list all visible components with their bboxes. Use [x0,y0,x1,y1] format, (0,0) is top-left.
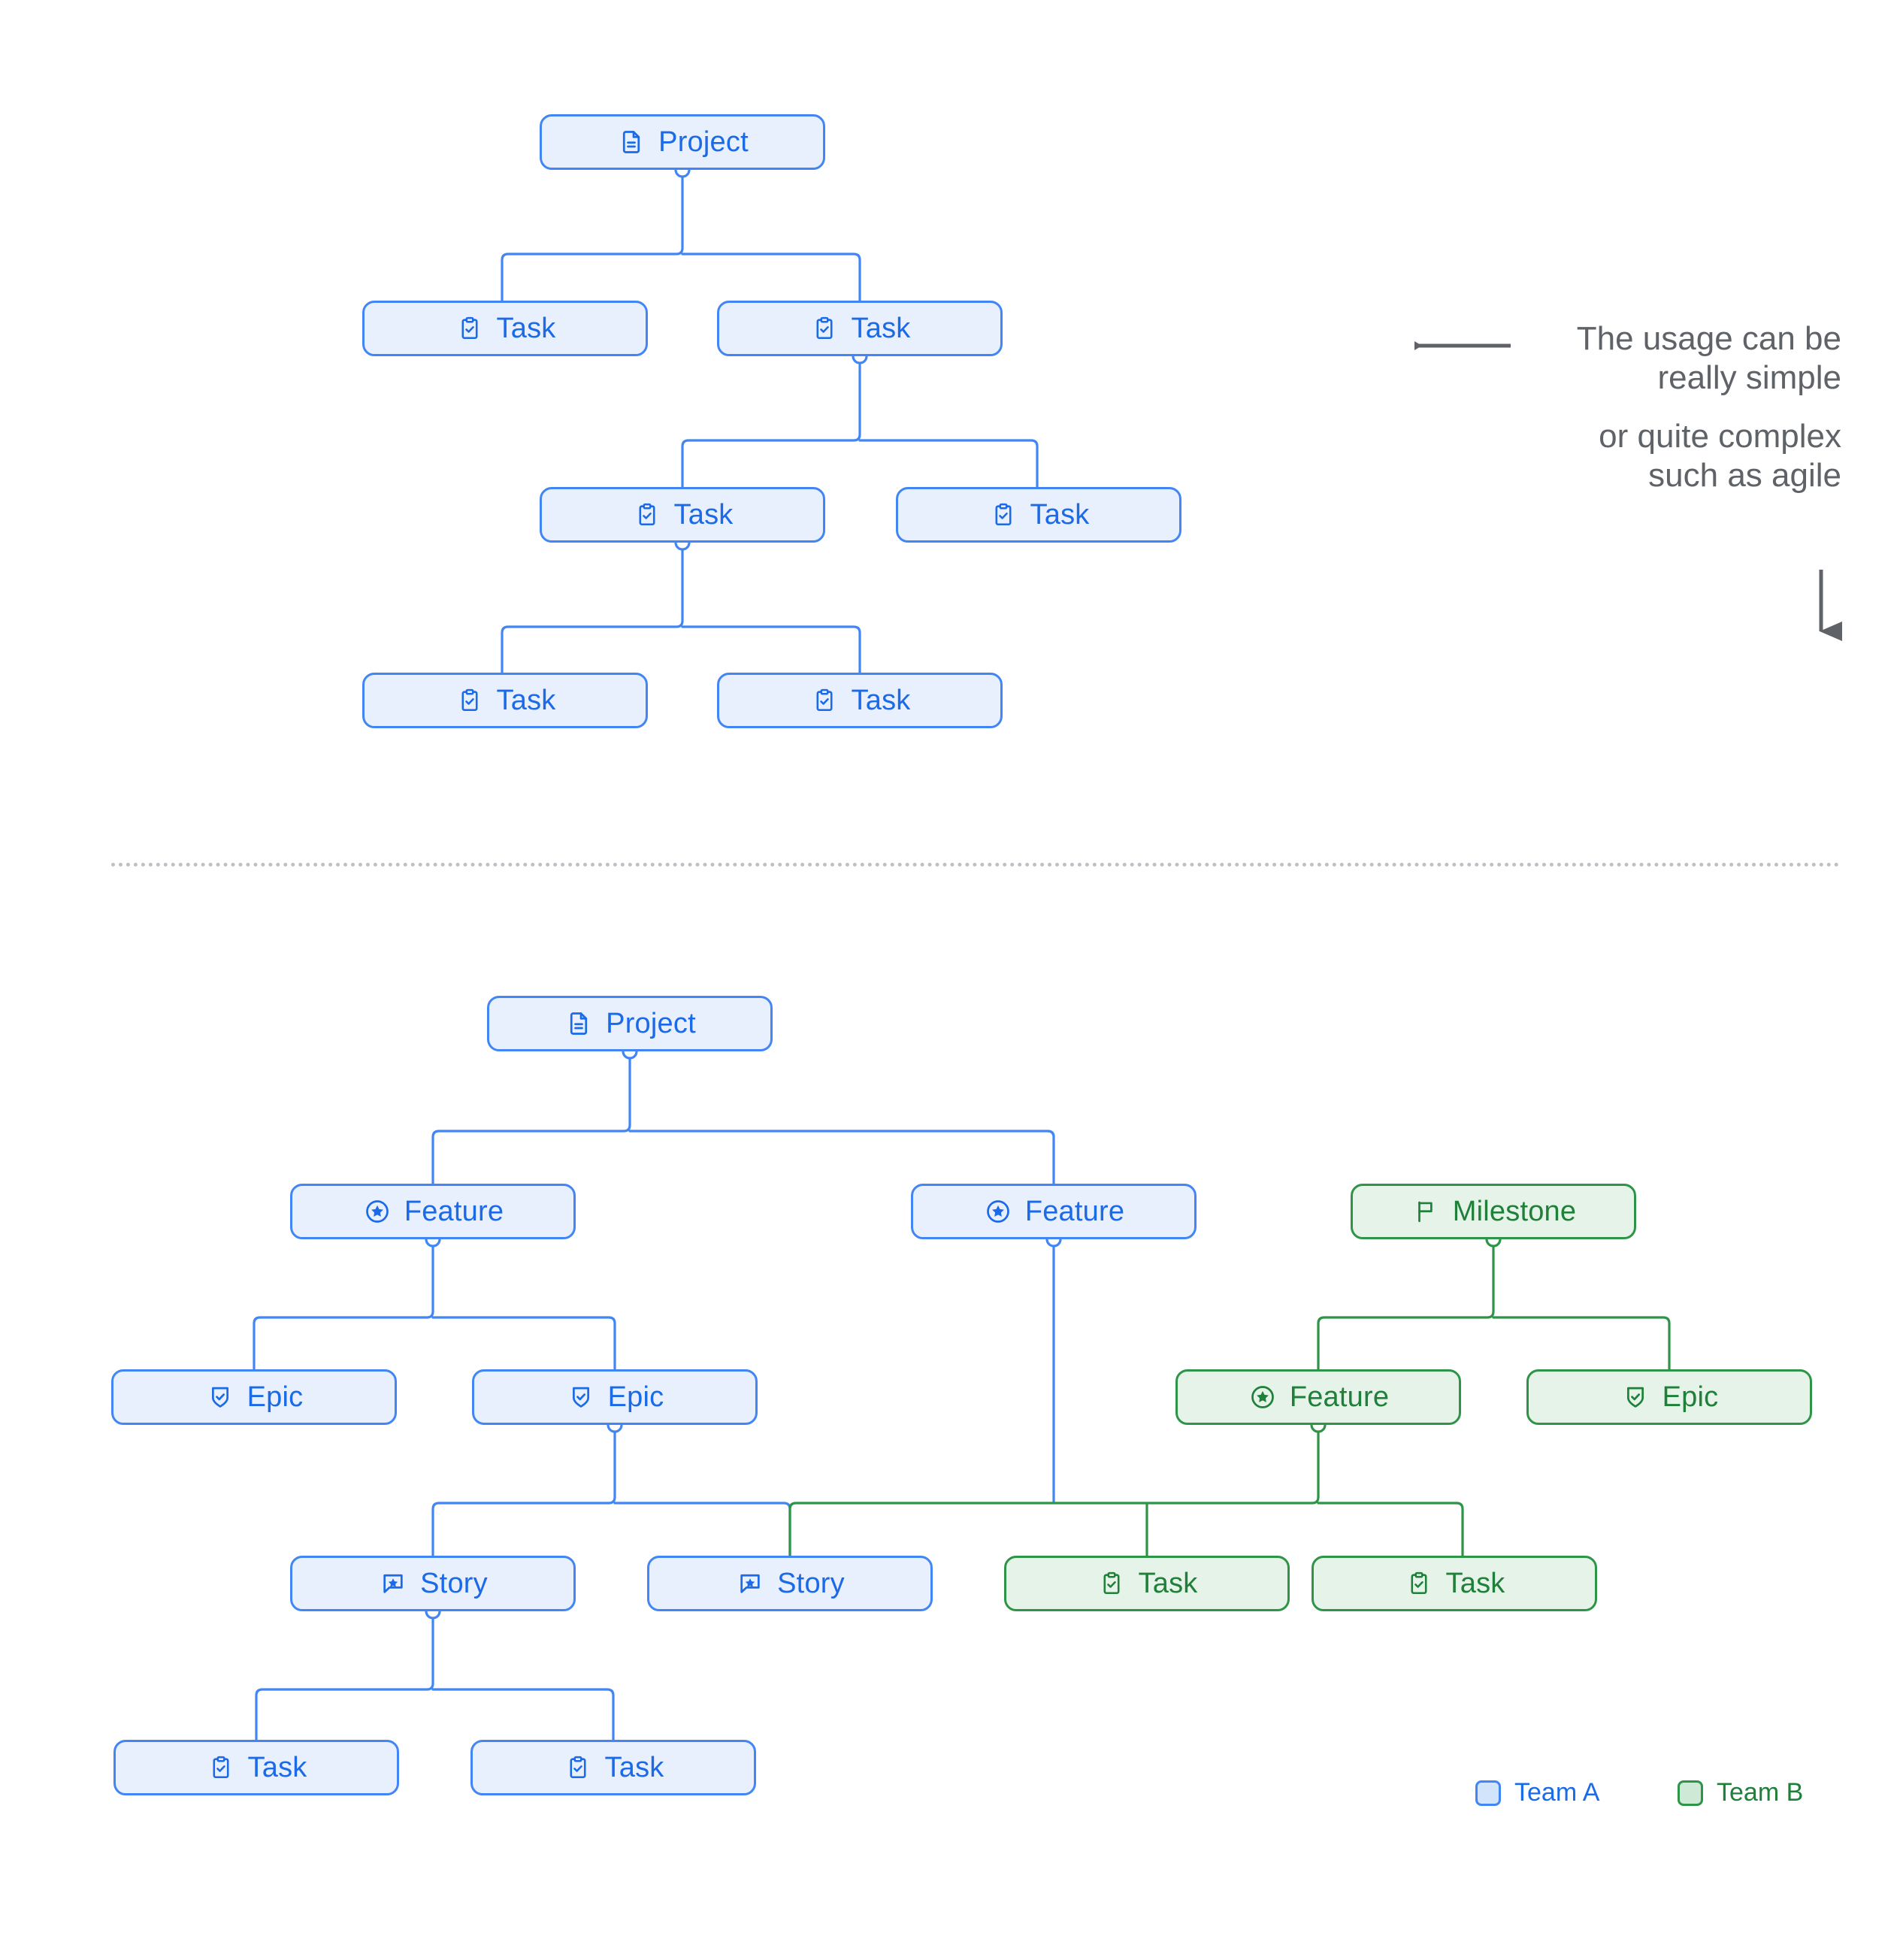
simple-diagram-edges [501,162,1039,674]
node-label: Task [1030,498,1090,531]
node-label: Feature [404,1195,504,1227]
clipboard-check-icon [563,1753,593,1783]
node-label: Epic [247,1381,304,1413]
node-feature[interactable]: Feature [290,1184,576,1239]
shield-check-icon [1620,1382,1650,1412]
node-label: Epic [1662,1381,1719,1413]
node-label: Task [1445,1567,1505,1599]
legend-label: Team A [1514,1778,1600,1807]
shield-check-icon [205,1382,235,1412]
node-label: Task [496,684,556,716]
clipboard-check-icon [1097,1568,1127,1599]
node-label: Milestone [1452,1195,1577,1227]
node-task[interactable]: Task [113,1740,399,1795]
node-label: Task [851,312,911,344]
annotation-line-4: such as agile [1648,456,1841,494]
clipboard-check-icon [206,1753,236,1783]
blue-swatch-icon [1475,1780,1501,1806]
node-label: Feature [1024,1195,1125,1227]
node-label: Story [777,1567,845,1599]
node-task[interactable]: Task [362,673,648,728]
star-circle-icon [1248,1382,1278,1412]
node-label: Story [420,1567,488,1599]
node-label: Task [604,1751,664,1783]
node-project[interactable]: Project [487,996,773,1051]
star-circle-icon [983,1196,1013,1227]
clipboard-check-icon [809,685,840,715]
clipboard-check-icon [632,500,662,530]
green-swatch-icon [1678,1780,1703,1806]
star-circle-icon [362,1196,392,1227]
node-label: Task [673,498,734,531]
node-project[interactable]: Project [540,114,825,170]
node-task[interactable]: Task [896,487,1181,543]
node-label: Task [247,1751,307,1783]
node-epic[interactable]: Epic [1526,1369,1812,1425]
node-task[interactable]: Task [470,1740,756,1795]
clipboard-check-icon [455,685,485,715]
node-label: Project [658,126,749,158]
legend-label: Team B [1717,1778,1804,1807]
node-task[interactable]: Task [1004,1556,1290,1611]
legend-item-team-b[interactable]: Team B [1678,1778,1803,1807]
node-feature[interactable]: Feature [1175,1369,1461,1425]
node-epic[interactable]: Epic [111,1369,397,1425]
clipboard-check-icon [1404,1568,1434,1599]
story-bubble-icon [735,1568,765,1599]
document-icon [564,1009,594,1039]
node-label: Feature [1289,1381,1390,1413]
node-label: Task [1138,1567,1198,1599]
node-task[interactable]: Task [717,301,1003,356]
node-task[interactable]: Task [540,487,825,543]
node-task[interactable]: Task [717,673,1003,728]
node-label: Task [496,312,556,344]
node-label: Project [606,1007,696,1039]
flag-icon [1411,1196,1441,1227]
annotation-line-2: really simple [1657,358,1841,396]
node-story[interactable]: Story [647,1556,933,1611]
node-label: Task [851,684,911,716]
clipboard-check-icon [455,313,485,343]
node-task[interactable]: Task [362,301,648,356]
section-divider [111,863,1840,867]
node-task[interactable]: Task [1312,1556,1597,1611]
clipboard-check-icon [809,313,840,343]
annotation-line-1: The usage can be [1576,320,1841,357]
node-label: Epic [607,1381,664,1413]
node-feature[interactable]: Feature [911,1184,1197,1239]
annotation-line-3: or quite complex [1599,417,1841,455]
shield-check-icon [566,1382,596,1412]
legend-item-team-a[interactable]: Team A [1475,1778,1599,1807]
node-epic[interactable]: Epic [472,1369,758,1425]
node-story[interactable]: Story [290,1556,576,1611]
document-icon [616,127,646,157]
annotation-text: The usage can be really simple or quite … [1451,319,1841,495]
node-milestone[interactable]: Milestone [1351,1184,1636,1239]
clipboard-check-icon [988,500,1018,530]
story-bubble-icon [378,1568,408,1599]
